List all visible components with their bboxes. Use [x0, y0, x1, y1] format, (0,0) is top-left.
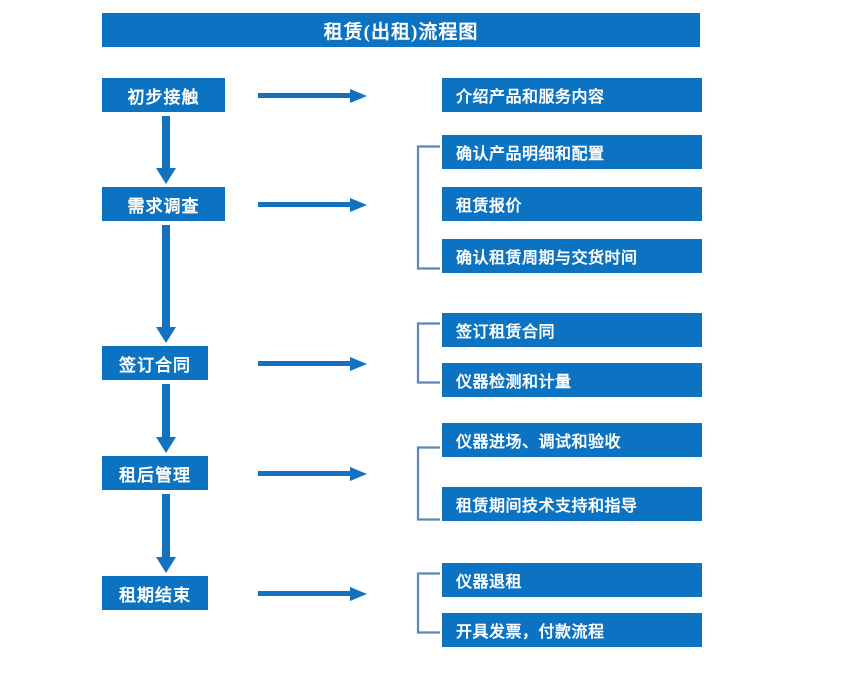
detail-box-5-2[interactable]: 开具发票，付款流程 — [442, 613, 702, 647]
arrow-right-icon-2 — [258, 195, 368, 215]
detail-box-3-1[interactable]: 签订租赁合同 — [442, 313, 702, 347]
stage-box-5[interactable]: 租期结束 — [102, 576, 208, 610]
detail-box-2-1[interactable]: 确认产品明细和配置 — [442, 135, 702, 169]
group-bracket-icon-5 — [416, 572, 442, 634]
arrow-right-icon-4 — [258, 464, 368, 484]
detail-box-5-1[interactable]: 仪器退租 — [442, 563, 702, 597]
group-bracket-icon-3 — [416, 322, 442, 384]
arrow-down-icon-2 — [155, 225, 177, 345]
chart-title: 租赁(出租)流程图 — [102, 13, 700, 47]
group-bracket-icon-2 — [416, 145, 442, 270]
detail-box-2-3[interactable]: 确认租赁周期与交货时间 — [442, 239, 702, 273]
arrow-down-icon-3 — [155, 384, 177, 455]
stage-box-3[interactable]: 签订合同 — [102, 346, 208, 380]
stage-box-2[interactable]: 需求调查 — [102, 187, 225, 221]
group-bracket-icon-4 — [416, 446, 442, 521]
arrow-right-icon-5 — [258, 584, 368, 604]
stage-box-4[interactable]: 租后管理 — [102, 456, 208, 490]
detail-box-1-1[interactable]: 介绍产品和服务内容 — [442, 78, 702, 112]
arrow-down-icon-1 — [155, 116, 177, 186]
arrow-down-icon-4 — [155, 494, 177, 575]
stage-box-1[interactable]: 初步接触 — [102, 78, 225, 112]
arrow-right-icon-1 — [258, 86, 368, 106]
detail-box-3-2[interactable]: 仪器检测和计量 — [442, 363, 702, 397]
detail-box-4-2[interactable]: 租赁期间技术支持和指导 — [442, 487, 702, 521]
arrow-right-icon-3 — [258, 354, 368, 374]
detail-box-2-2[interactable]: 租赁报价 — [442, 187, 702, 221]
detail-box-4-1[interactable]: 仪器进场、调试和验收 — [442, 423, 702, 457]
